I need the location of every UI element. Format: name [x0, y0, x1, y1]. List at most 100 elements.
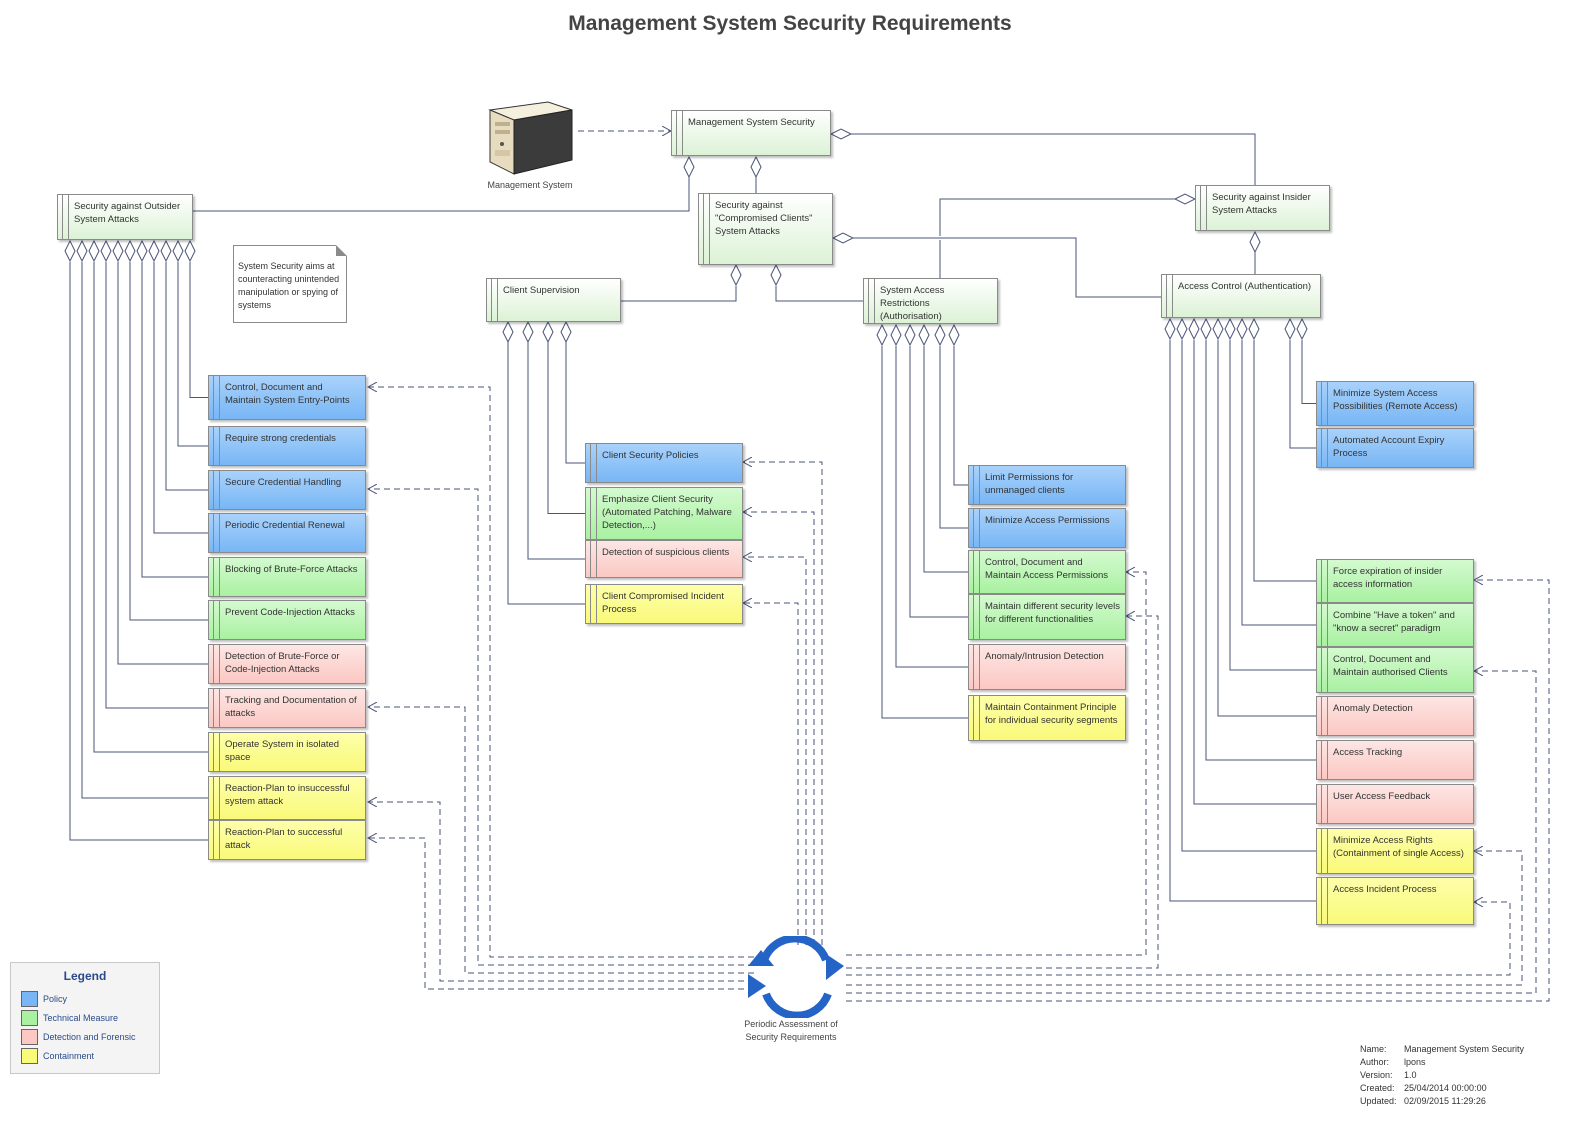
legend-label: Containment [43, 1051, 95, 1061]
composition-diamond [112, 239, 124, 263]
meta-key: Version: [1360, 1070, 1393, 1080]
composition-diamond [1224, 317, 1236, 341]
requirement-tracking-and-documentation-of-attacks[interactable]: Tracking and Documentation of attacks [208, 688, 366, 728]
requirement-control-document-and-maintain-authorised[interactable]: Control, Document and Maintain authorise… [1316, 647, 1474, 693]
requirement-operate-system-in-isolated-space[interactable]: Operate System in isolated space [208, 732, 366, 772]
requirement-detection-of-brute-force-or-code-injecti[interactable]: Detection of Brute-Force or Code-Injecti… [208, 644, 366, 684]
dependency-line [368, 838, 754, 990]
group-root[interactable]: Management System Security [671, 110, 831, 156]
composition-diamond [683, 155, 695, 179]
actor-label: Management System [487, 180, 573, 190]
requirement-control-document-and-maintain-system-ent[interactable]: Control, Document and Maintain System En… [208, 375, 366, 420]
requirement-maintain-containment-principle-for-indiv[interactable]: Maintain Containment Principle for indiv… [968, 695, 1126, 741]
composition-diamond [1188, 317, 1200, 341]
management-system-actor[interactable] [486, 92, 574, 176]
composition-line [105, 262, 208, 709]
group-compromised[interactable]: Security against "Compromised Clients" S… [698, 193, 833, 265]
periodic-assessment[interactable] [748, 934, 844, 1020]
requirement-user-access-feedback[interactable]: User Access Feedback [1316, 784, 1474, 824]
requirement-automated-account-expiry-process[interactable]: Automated Account Expiry Process [1316, 428, 1474, 468]
legend-label: Detection and Forensic [43, 1032, 136, 1042]
group-label: Security against "Compromised Clients" S… [715, 200, 813, 237]
dependency-line [368, 489, 754, 966]
requirement-anomaly-intrusion-detection[interactable]: Anomaly/Intrusion Detection [968, 644, 1126, 690]
dependency-line [846, 616, 1159, 969]
requirement-label: Anomaly Detection [1333, 703, 1413, 714]
composition-line [177, 262, 208, 447]
requirement-blocking-of-brute-force-attacks[interactable]: Blocking of Brute-Force Attacks [208, 557, 366, 597]
requirement-label: Access Incident Process [1333, 884, 1437, 895]
composition-diamond [1212, 317, 1224, 341]
requirement-access-incident-process[interactable]: Access Incident Process [1316, 877, 1474, 925]
requirement-label: Tracking and Documentation of attacks [225, 695, 357, 719]
requirement-maintain-different-security-levels-for-d[interactable]: Maintain different security levels for d… [968, 594, 1126, 640]
requirement-emphasize-client-security-automated-patc[interactable]: Emphasize Client Security (Automated Pat… [585, 487, 743, 540]
requirement-client-compromised-incident-process[interactable]: Client Compromised Incident Process [585, 584, 743, 624]
composition-diamond [172, 239, 184, 263]
meta-value: 25/04/2014 00:00:00 [1404, 1083, 1487, 1093]
composition-diamond [522, 320, 534, 344]
requirement-label: Automated Account Expiry Process [1333, 435, 1445, 459]
composition-diamond [1296, 317, 1308, 341]
composition-diamond [136, 239, 148, 263]
legend-label: Policy [43, 994, 68, 1004]
requirement-limit-permissions-for-unmanaged-clients[interactable]: Limit Permissions for unmanaged clients [968, 465, 1126, 505]
requirement-reaction-plan-to-successful-attack[interactable]: Reaction-Plan to successful attack [208, 820, 366, 860]
requirement-reaction-plan-to-insuccessful-system-att[interactable]: Reaction-Plan to insuccessful system att… [208, 776, 366, 820]
composition-line [193, 177, 690, 212]
requirement-label: Prevent Code-Injection Attacks [225, 607, 355, 618]
group-label: Security against Insider System Attacks [1212, 192, 1311, 216]
requirement-anomaly-detection[interactable]: Anomaly Detection [1316, 696, 1474, 736]
requirement-force-expiration-of-insider-access-infor[interactable]: Force expiration of insider access infor… [1316, 559, 1474, 603]
requirement-label: Reaction-Plan to successful attack [225, 827, 343, 851]
requirement-secure-credential-handling[interactable]: Secure Credential Handling [208, 470, 366, 510]
composition-line [1289, 340, 1316, 449]
requirement-label: Combine "Have a token" and "know a secre… [1333, 610, 1455, 634]
composition-line [93, 262, 208, 753]
group-client-supervision[interactable]: Client Supervision [486, 278, 621, 322]
requirement-combine-have-a-token-and-know-a-secret-p[interactable]: Combine "Have a token" and "know a secre… [1316, 603, 1474, 647]
composition-line [939, 198, 1175, 236]
composition-diamond [918, 323, 930, 347]
requirement-require-strong-credentials[interactable]: Require strong credentials [208, 426, 366, 466]
composition-line [853, 237, 1161, 298]
requirement-prevent-code-injection-attacks[interactable]: Prevent Code-Injection Attacks [208, 600, 366, 640]
requirement-detection-of-suspicious-clients[interactable]: Detection of suspicious clients [585, 540, 743, 578]
dependency-line [743, 557, 807, 945]
dependency-line [743, 512, 815, 945]
requirement-label: Anomaly/Intrusion Detection [985, 651, 1104, 662]
composition-line [565, 342, 585, 464]
requirement-client-security-policies[interactable]: Client Security Policies [585, 443, 743, 483]
composition-diamond [829, 128, 853, 140]
composition-line [1217, 340, 1316, 717]
requirement-minimize-access-permissions[interactable]: Minimize Access Permissions [968, 508, 1126, 548]
requirement-label: Access Tracking [1333, 747, 1403, 758]
requirement-minimize-system-access-possibilities-rem[interactable]: Minimize System Access Possibilities (Re… [1316, 381, 1474, 426]
meta-key: Updated: [1360, 1096, 1397, 1106]
requirement-minimize-access-rights-containment-of-si[interactable]: Minimize Access Rights (Containment of s… [1316, 828, 1474, 874]
requirement-access-tracking[interactable]: Access Tracking [1316, 740, 1474, 780]
composition-line [881, 346, 968, 719]
meta-key: Created: [1360, 1083, 1395, 1093]
requirement-control-document-and-maintain-access-per[interactable]: Control, Document and Maintain Access Pe… [968, 550, 1126, 594]
composition-diamond [542, 320, 554, 344]
server-computer-icon [488, 101, 573, 175]
composition-line [621, 286, 737, 302]
requirement-label: Force expiration of insider access infor… [1333, 566, 1443, 590]
composition-diamond [890, 323, 902, 347]
legend-label: Technical Measure [43, 1013, 119, 1023]
group-insider[interactable]: Security against Insider System Attacks [1195, 185, 1330, 231]
requirement-label: Reaction-Plan to insuccessful system att… [225, 783, 350, 807]
requirement-label: Minimize Access Rights (Containment of s… [1333, 835, 1464, 859]
group-label: Access Control (Authentication) [1178, 281, 1312, 292]
group-access-control[interactable]: Access Control (Authentication) [1161, 274, 1321, 318]
composition-diamond [76, 239, 88, 263]
composition-diamond [160, 239, 172, 263]
requirement-periodic-credential-renewal[interactable]: Periodic Credential Renewal [208, 513, 366, 553]
dependency-line [368, 707, 754, 974]
group-system-access[interactable]: System Access Restrictions (Authorisatio… [863, 278, 998, 324]
group-outsider[interactable]: Security against Outsider System Attacks [57, 194, 193, 240]
composition-diamond [1249, 230, 1261, 254]
composition-diamond [1176, 317, 1188, 341]
composition-line [923, 346, 968, 573]
